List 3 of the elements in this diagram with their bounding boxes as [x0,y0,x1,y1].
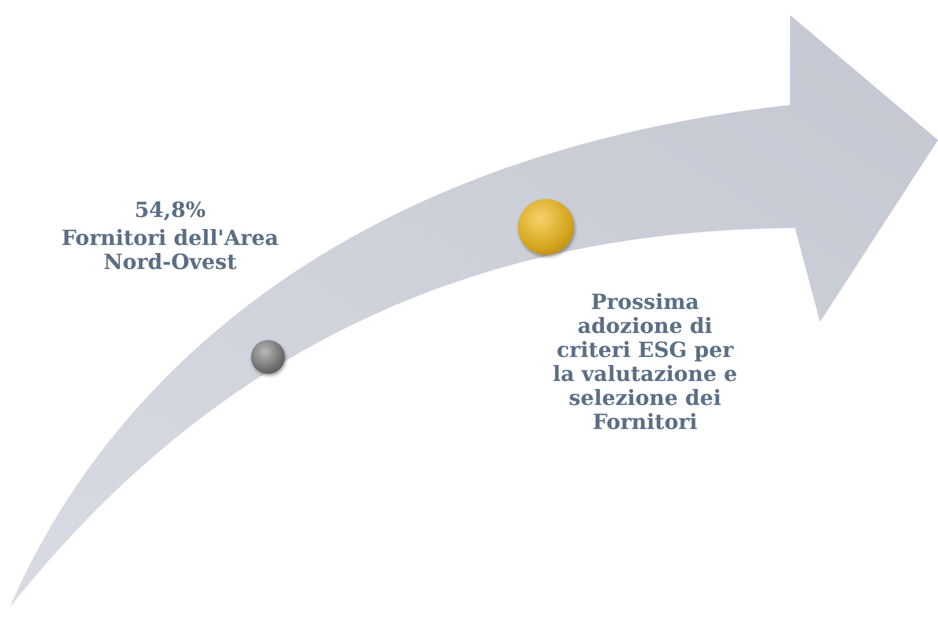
caption-text: Fornitori dell'Area Nord-Ovest [60,226,280,274]
percentage-value: 54,8% [133,198,207,222]
caption-text: Prossima adozione di criteri ESG per la valutazione e selezione dei Fornitori [552,290,738,434]
